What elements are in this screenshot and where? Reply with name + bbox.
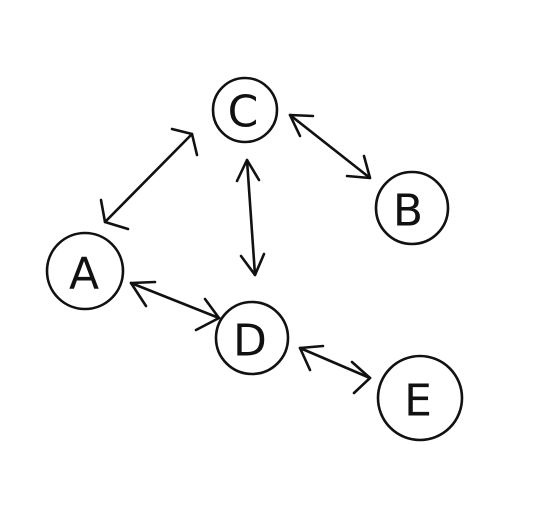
node-b-label: B [393,186,423,237]
edge-c-d-arrowhead-c [235,158,261,183]
edge-a-c-arrowhead-a [99,198,130,231]
edge-d-e-line [298,346,372,380]
edge-a-d-line [129,281,221,320]
node-e-label: E [404,376,432,427]
edge-a-c [99,127,199,231]
edge-a-d [129,280,221,332]
edge-a-c-line [103,132,194,224]
node-d-circle [214,300,290,376]
edge-a-c-arrowhead-c [170,127,199,157]
edge-c-b-line [288,113,372,180]
node-c: C [211,76,279,144]
edge-d-e [298,344,372,395]
edge-d-e-arrowhead-e [350,360,372,395]
node-a-circle [45,231,125,311]
edge-c-b [288,113,372,180]
node-e-circle [376,354,464,442]
edge-d-e-arrowhead-d [298,344,325,372]
edge-c-b-arrowhead-b [345,154,372,180]
node-a-label: A [69,249,99,300]
node-c-circle [211,76,279,144]
edge-a-d-arrowhead-d [194,297,221,332]
edge-c-b-arrowhead-c [288,113,315,138]
node-a: A [45,231,125,311]
node-b: B [374,170,450,246]
edge-a-d-arrowhead-a [129,280,157,308]
edge-c-d-line [245,158,257,277]
edge-c-d-arrowhead-d [239,252,266,277]
node-d: D [214,300,290,376]
node-e: E [376,354,464,442]
node-b-circle [374,170,450,246]
node-c-label: C [228,87,259,138]
edge-c-d [235,158,266,277]
node-d-label: D [233,316,267,367]
